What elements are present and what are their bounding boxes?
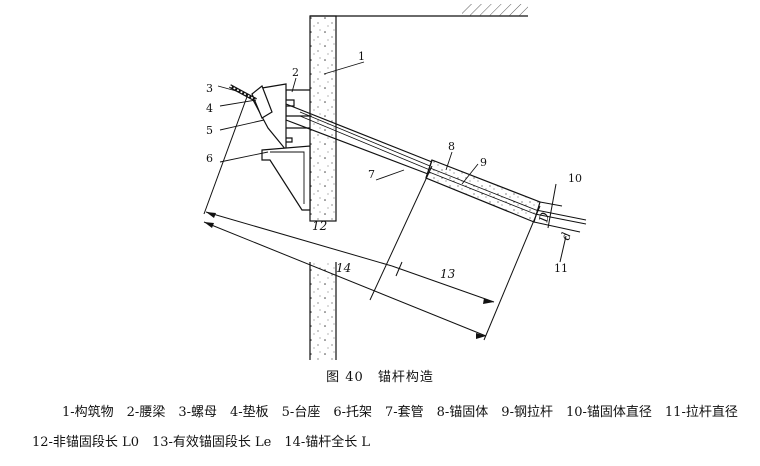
leader-lines [217, 61, 479, 185]
anchor-sleeve [285, 103, 433, 175]
figure-legend: 1-构筑物 2-腰梁 3-螺母 4-垫板 5-台座 6-托架 7-套管 8-锚固… [32, 405, 751, 450]
dim-12: 12 [312, 219, 327, 233]
retaining-wall [309, 15, 337, 360]
label-10: 10 [568, 172, 582, 185]
anchor-grout-body [425, 159, 541, 223]
label-6: 6 [206, 152, 213, 165]
dim-13: 13 [440, 267, 456, 281]
part-labels: 1 2 3 4 5 6 7 8 9 10 11 [206, 50, 582, 275]
anchor-structure-diagram: 1 2 3 4 5 6 7 8 9 10 11 12 13 14 D d [203, 4, 587, 360]
label-2: 2 [292, 66, 299, 79]
label-5: 5 [206, 124, 213, 137]
dimension-arrows [204, 212, 494, 339]
nut [229, 84, 257, 102]
waist-beam [283, 89, 310, 151]
diameter-markers [533, 183, 587, 263]
figure-caption: 图 40 锚杆构造 [326, 370, 434, 385]
label-4: 4 [206, 102, 213, 115]
label-7: 7 [368, 168, 375, 181]
dim-D: D [536, 211, 552, 225]
label-11: 11 [554, 262, 568, 275]
dim-d: d [558, 231, 573, 242]
bearing-plate [251, 85, 273, 119]
dimension-lines [203, 93, 541, 341]
label-8: 8 [448, 140, 455, 153]
bracket [261, 145, 311, 211]
label-1: 1 [358, 50, 365, 63]
dimension-labels: 12 13 14 D d [312, 211, 574, 281]
label-9: 9 [480, 156, 487, 169]
label-3: 3 [206, 82, 213, 95]
ground [310, 4, 528, 17]
dim-14: 14 [336, 261, 351, 275]
